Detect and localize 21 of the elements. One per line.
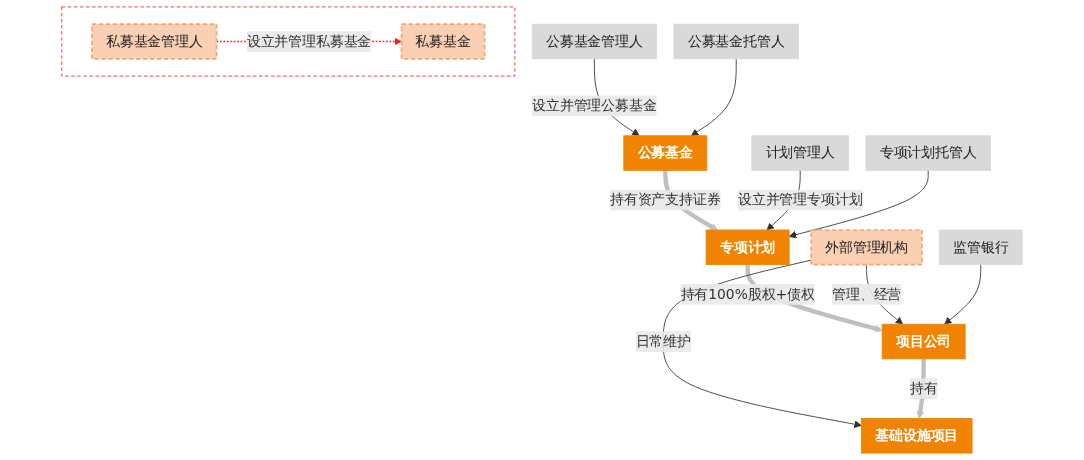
node-box: 外部管理机构 (810, 229, 923, 266)
node-box: 项目公司 (881, 323, 966, 360)
edge-label: 设立并管理公募基金 (532, 97, 657, 114)
node-box: 公募基金管理人 (531, 23, 658, 60)
node-box: 私募基金 (400, 23, 486, 60)
edge-label: 日常维护 (635, 332, 691, 350)
edge-label: 设立并管理私募基金 (246, 32, 372, 50)
edge-label: 管理、经营 (832, 285, 902, 303)
node-box: 公募基金 (623, 135, 708, 171)
edge-label: 持有100%股权+债权 (680, 285, 815, 303)
node-box: 计划管理人 (751, 135, 850, 171)
edge-label: 持有 (909, 380, 938, 397)
node-box: 专项计划托管人 (865, 135, 991, 171)
node-box: 公募基金托管人 (673, 23, 799, 60)
node-box: 基础设施项目 (860, 418, 973, 454)
node-box: 专项计划 (705, 229, 790, 265)
edge-label: 设立并管理专项计划 (737, 191, 863, 208)
node-box: 监管银行 (938, 229, 1023, 265)
node-box: 私募基金管理人 (91, 23, 218, 60)
cluster (61, 6, 516, 77)
edge-label: 持有资产支持证券 (609, 191, 721, 208)
